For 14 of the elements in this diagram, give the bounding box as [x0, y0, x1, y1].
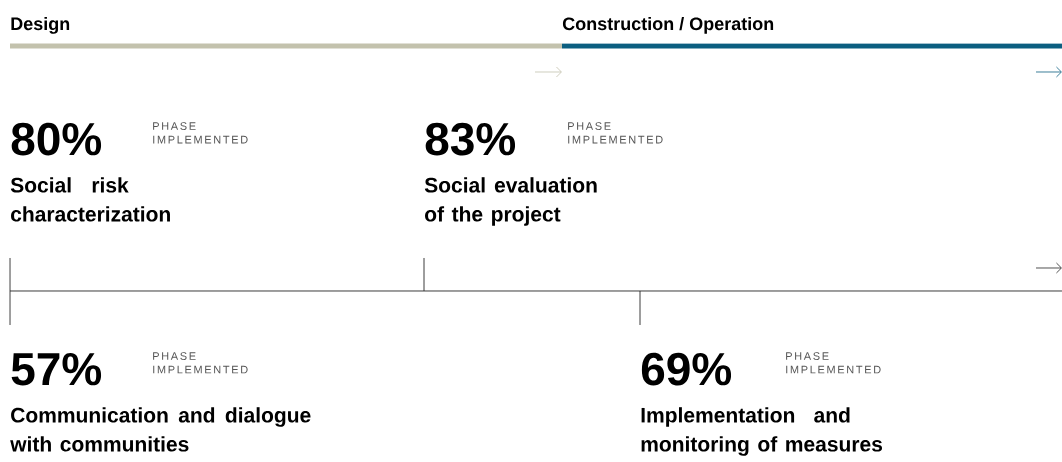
percentage: 83% [425, 122, 516, 156]
milestone-title: Social risk characterization [10, 177, 170, 222]
phase-caption: PHASE IMPLEMENTED [568, 122, 663, 144]
phase-heading: Design [11, 16, 70, 34]
phase-caption: PHASE IMPLEMENTED [153, 352, 248, 374]
phase-caption: PHASE IMPLEMENTED [153, 122, 248, 144]
milestone-title: Communication and dialogue with communities [10, 407, 311, 452]
phase-caption: PHASE IMPLEMENTED [786, 352, 881, 374]
phase-heading: Construction / Operation [562, 16, 774, 34]
percentage: 57% [11, 353, 102, 386]
milestone-title: Social evaluation of the project [424, 177, 597, 226]
milestone-title: Implementation and monitoring of measures [641, 407, 882, 456]
percentage: 69% [641, 352, 732, 386]
percentage: 80% [11, 122, 102, 156]
